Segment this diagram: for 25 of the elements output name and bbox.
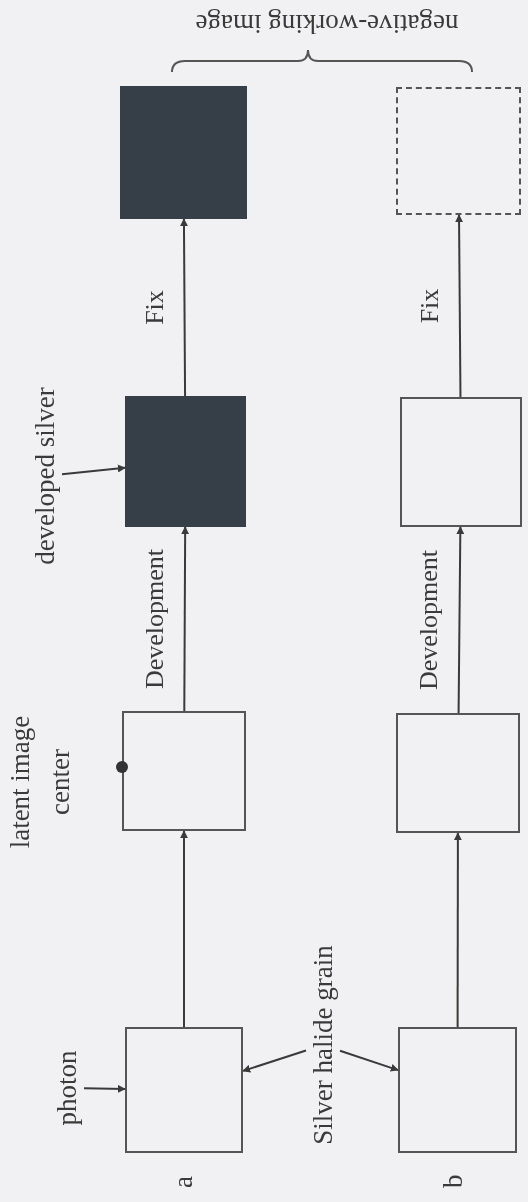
arrow [181,526,190,712]
empty-grain-square [398,1027,517,1153]
filled-grain-square [125,396,246,527]
empty-grain-square [396,713,520,833]
callout-text: developed silver [28,358,62,594]
brace-caption: negative-working image [195,9,459,37]
arrow [242,1049,307,1073]
callout-text: Silver halide grain [306,910,340,1180]
arrow [455,214,464,398]
arrow [339,1049,399,1072]
callout-text: latent image center [4,714,76,851]
empty-grain-square [125,1027,243,1153]
arrow [456,526,465,714]
panel-letter: b [440,1174,467,1188]
empty-grain-square [122,711,246,831]
arrow [180,830,188,1028]
filled-grain-square [120,86,247,219]
arrow [453,832,462,1028]
arrow [180,218,188,397]
arrow [61,464,126,476]
panel-letter: a [170,1176,197,1188]
empty-grain-square [400,397,522,527]
callout-text: photon [50,1036,84,1140]
arrow [83,1084,126,1093]
dashed-grain-square [396,87,521,215]
